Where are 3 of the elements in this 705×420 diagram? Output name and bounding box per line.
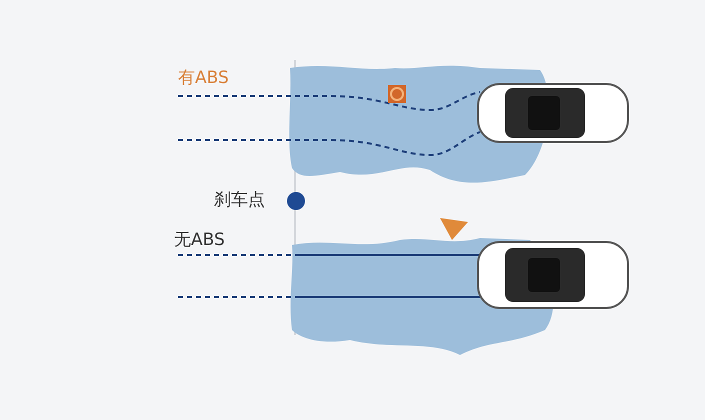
braking-point-label: 刹车点 <box>214 192 265 209</box>
track-label: 无ABS <box>174 232 225 249</box>
track-label: 有ABS <box>178 70 229 87</box>
